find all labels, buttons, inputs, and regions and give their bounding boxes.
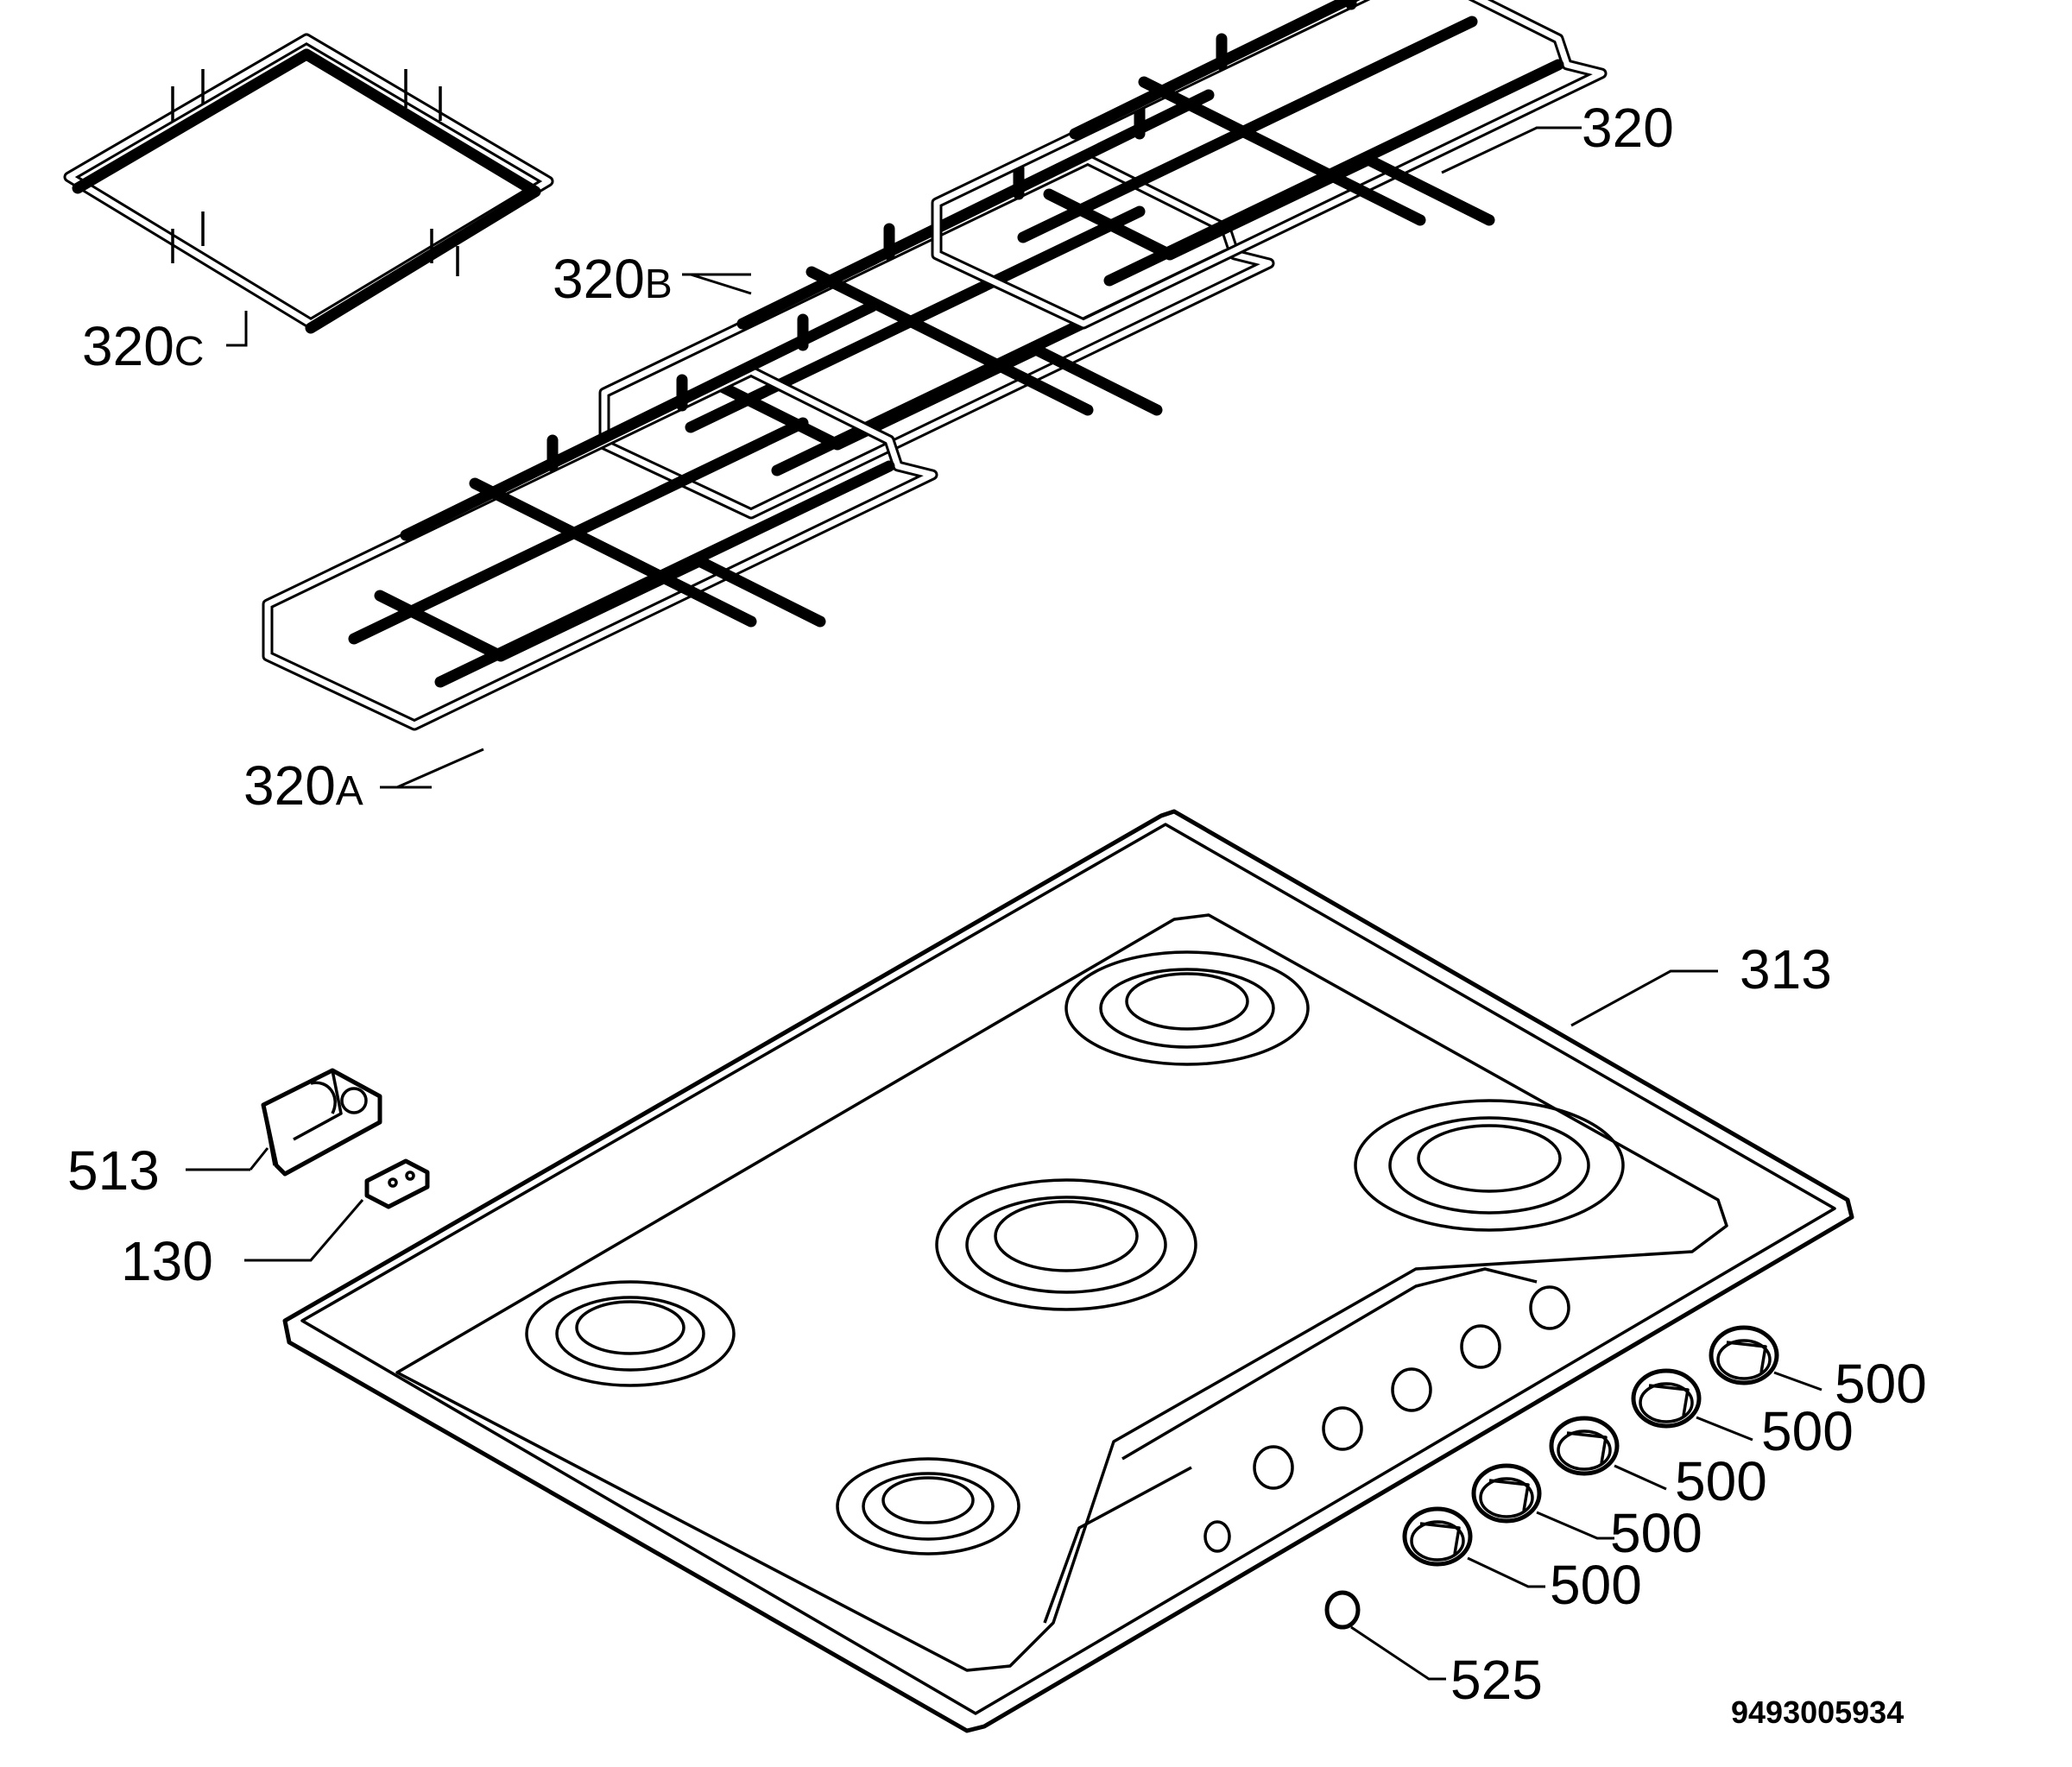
grid-320 [937, 0, 1601, 324]
burner-centre [935, 1178, 1197, 1311]
knob-holes [1203, 1285, 1570, 1553]
label-130: 130 [121, 1230, 213, 1292]
burner-front-left [525, 1280, 736, 1387]
label-320b: 320B [553, 248, 673, 310]
grid-320b [604, 95, 1269, 514]
label-313: 313 [1740, 938, 1832, 1000]
label-500-5: 500 [1550, 1554, 1642, 1616]
label-525: 525 [1450, 1649, 1543, 1711]
burner-rear-left [1064, 950, 1310, 1066]
label-500-1: 500 [1835, 1353, 1927, 1415]
knob-500-5 [1402, 1506, 1473, 1567]
grid-320a [268, 306, 932, 725]
knob-500-1 [1709, 1325, 1779, 1385]
knob-500-4 [1471, 1463, 1542, 1524]
spacer-130 [364, 1158, 430, 1209]
label-513: 513 [67, 1139, 160, 1202]
clip-513 [261, 1068, 382, 1177]
knob-500-3 [1549, 1416, 1620, 1476]
label-320a: 320A [243, 754, 363, 817]
button-525 [1324, 1590, 1361, 1630]
grid-320c [63, 33, 554, 334]
label-320c: 320C [82, 315, 204, 377]
burner-front-right [836, 1457, 1020, 1556]
hob-top-313 [282, 809, 1854, 1733]
label-500-3: 500 [1675, 1450, 1767, 1512]
burner-rear-right [1354, 1099, 1625, 1232]
drawing-code: 9493005934 [1731, 1694, 1904, 1730]
label-500-2: 500 [1761, 1400, 1854, 1462]
knob-500-2 [1631, 1368, 1702, 1429]
label-320: 320 [1582, 97, 1674, 159]
label-500-4: 500 [1610, 1502, 1702, 1564]
